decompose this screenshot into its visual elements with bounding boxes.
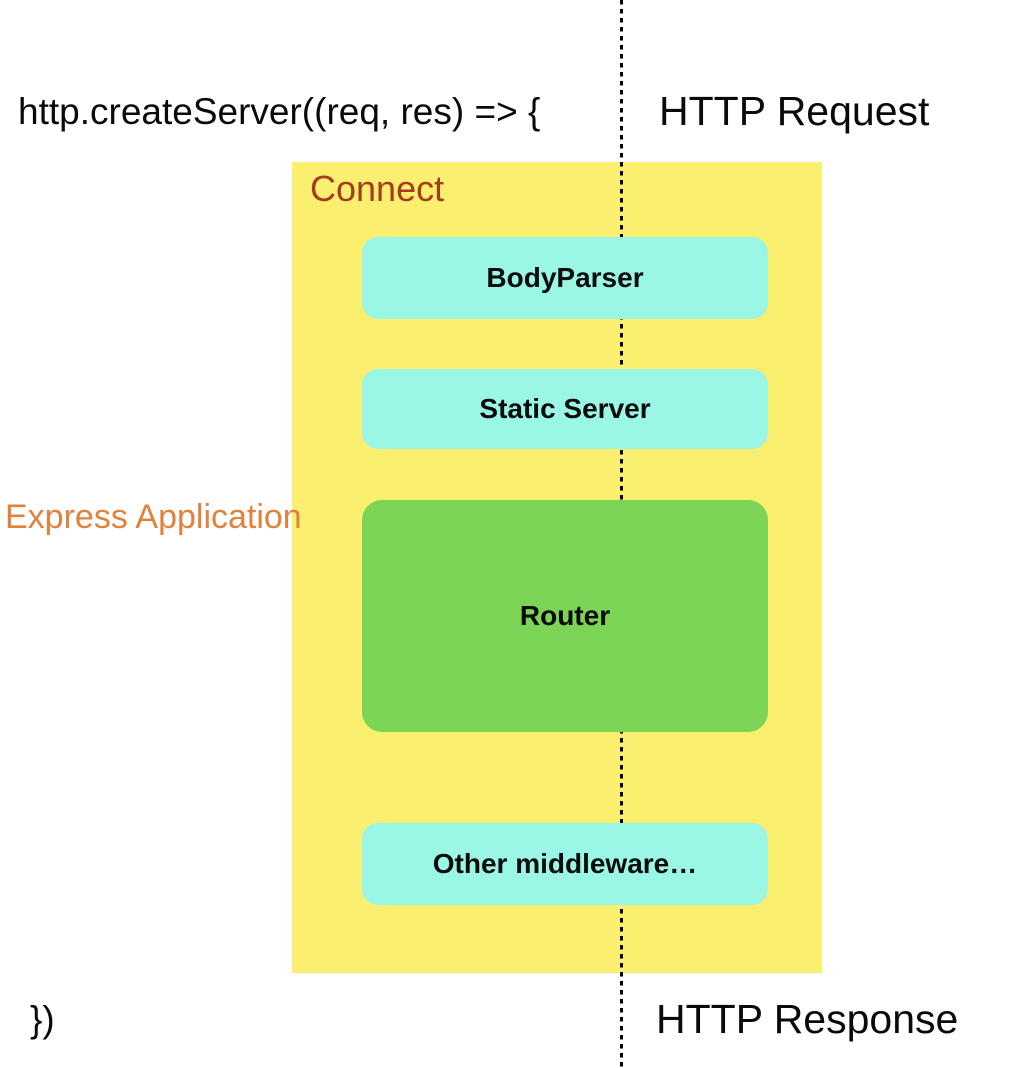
- connect-label: Connect: [310, 168, 445, 209]
- code-closing-brace: }): [30, 999, 55, 1040]
- http-request-label: HTTP Request: [659, 88, 930, 134]
- http-response-label: HTTP Response: [656, 996, 959, 1042]
- middleware-box-other-middleware: Other middleware…: [362, 823, 768, 905]
- middleware-box-static-server: Static Server: [362, 369, 768, 449]
- express-application-label: Express Application: [5, 498, 302, 536]
- middleware-box-bodyparser: BodyParser: [362, 237, 768, 319]
- code-create-server: http.createServer((req, res) => {: [18, 91, 541, 132]
- middleware-box-router: Router: [362, 500, 768, 732]
